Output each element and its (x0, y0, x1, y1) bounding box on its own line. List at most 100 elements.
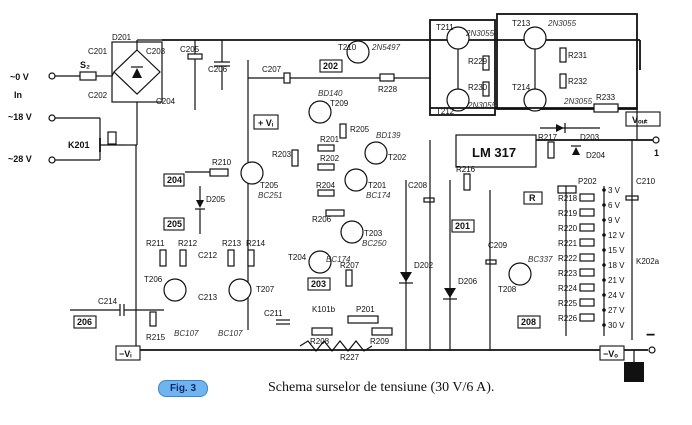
switch-s2-label: S₂ (80, 60, 90, 70)
input-28v-label: ~28 V (8, 154, 32, 164)
r209-label: R209 (370, 337, 390, 346)
transistor-t207 (228, 278, 252, 302)
input-section: ~0 V In ~18 V ~28 V S₂ K201 (8, 60, 126, 164)
c210-label: C210 (636, 177, 656, 186)
resistor-r228 (379, 73, 395, 82)
tp206-label: 206 (77, 317, 92, 327)
input-0v-terminal (48, 72, 56, 80)
lm317-label: LM 317 (472, 145, 516, 160)
ladder-resistor (579, 223, 595, 232)
tp208-label: 208 (521, 317, 536, 327)
resistor-r209 (371, 327, 393, 336)
neg-vo-label: −Vₒ (603, 349, 618, 359)
lm317-ic (455, 134, 537, 168)
r221-label: R221 (558, 239, 578, 248)
selector-contact (602, 263, 606, 267)
bridge-rectifier: D201 C201 C202 C203 C204 (88, 33, 176, 146)
t210-label: T210 (338, 43, 357, 52)
r212-label: R212 (178, 239, 198, 248)
r224-label: R224 (558, 284, 578, 293)
power-box-left (429, 19, 496, 116)
r214-label: R214 (246, 239, 266, 248)
c212-label: C212 (198, 251, 218, 260)
r226-label: R226 (558, 314, 578, 323)
selector-contact (602, 293, 606, 297)
transistor-t204 (308, 250, 332, 274)
t202-label: T202 (388, 153, 407, 162)
ladder-resistor (579, 193, 595, 202)
testpoint-205 (163, 217, 185, 231)
t212-type: 2N3055 (467, 101, 497, 110)
resistor-r227 (299, 340, 373, 352)
transistor-t213 (523, 26, 547, 50)
tp203-label: 203 (311, 279, 326, 289)
resistor-r217 (547, 141, 555, 159)
testpoint-203 (307, 277, 331, 291)
resistor-r233 (593, 103, 619, 113)
t211-type: 2N3055 (465, 29, 495, 38)
t207-label: T207 (256, 285, 275, 294)
ladder-resistor (579, 253, 595, 262)
t208-type: BC337 (528, 255, 553, 264)
vout-label-box (625, 111, 661, 127)
c207-label: C207 (262, 65, 282, 74)
t206-label: T206 (144, 275, 163, 284)
diode-d204 (572, 147, 580, 155)
input-18v-label: ~18 V (8, 112, 32, 122)
r204-label: R204 (316, 181, 336, 190)
t202-type: BD139 (376, 131, 401, 140)
ladder-resistor (579, 268, 595, 277)
resistor-r211 (159, 249, 167, 267)
t204-type: BC174 (326, 255, 351, 264)
resistor-r210 (209, 168, 229, 177)
t205-label: T205 (260, 181, 279, 190)
c203-label: C203 (146, 47, 166, 56)
relay-k201 (107, 131, 117, 145)
d205-label: D205 (206, 195, 226, 204)
r233-label: R233 (596, 93, 616, 102)
power-box-right (496, 13, 638, 110)
capacitor-c205 (187, 53, 203, 60)
t213-type: 2N3055 (547, 19, 577, 28)
t203-label: T203 (364, 229, 383, 238)
ladder-resistor (579, 283, 595, 292)
p202-label: P202 (578, 177, 597, 186)
t214-label: T214 (512, 83, 531, 92)
c202-label: C202 (88, 91, 108, 100)
d203-label: D203 (580, 133, 600, 142)
neg-vo-tag (599, 345, 625, 361)
selector-contact (602, 188, 606, 192)
resistor-r214 (247, 249, 255, 267)
resistor-r212 (179, 249, 187, 267)
power-transistor-block: T211 T212 T213 T214 2N3055 2N3055 2N3055… (429, 13, 638, 116)
voltage-step-label: 30 V (608, 321, 625, 330)
r-tag (523, 191, 543, 205)
r223-label: R223 (558, 269, 578, 278)
t201-type: BC174 (366, 191, 391, 200)
r231-label: R231 (568, 51, 588, 60)
selector-contact (602, 248, 606, 252)
c206-label: C206 (208, 65, 228, 74)
c214-label: C214 (98, 297, 118, 306)
resistor-r216 (463, 173, 471, 191)
selector-contact (602, 323, 606, 327)
r201-label: R201 (320, 135, 340, 144)
voltage-step-label: 9 V (608, 216, 621, 225)
transistor-t210 (346, 40, 370, 64)
capacitor-c209 (485, 259, 497, 265)
r229-label: R229 (468, 57, 488, 66)
t206-type: BC107 (174, 329, 199, 338)
t205-type: BC251 (258, 191, 282, 200)
c208-label: C208 (408, 181, 428, 190)
c205-label: C205 (180, 45, 200, 54)
r228-label: R228 (378, 85, 398, 94)
r230-label: R230 (468, 83, 488, 92)
r203-label: R203 (272, 150, 292, 159)
capacitor-c207 (283, 72, 291, 84)
d202-label: D202 (414, 261, 434, 270)
testpoint-202 (319, 59, 343, 73)
testpoint-206 (73, 315, 97, 329)
t207-type: BC107 (218, 329, 243, 338)
resistor-r206 (325, 209, 345, 217)
r227-label: R227 (340, 353, 360, 362)
